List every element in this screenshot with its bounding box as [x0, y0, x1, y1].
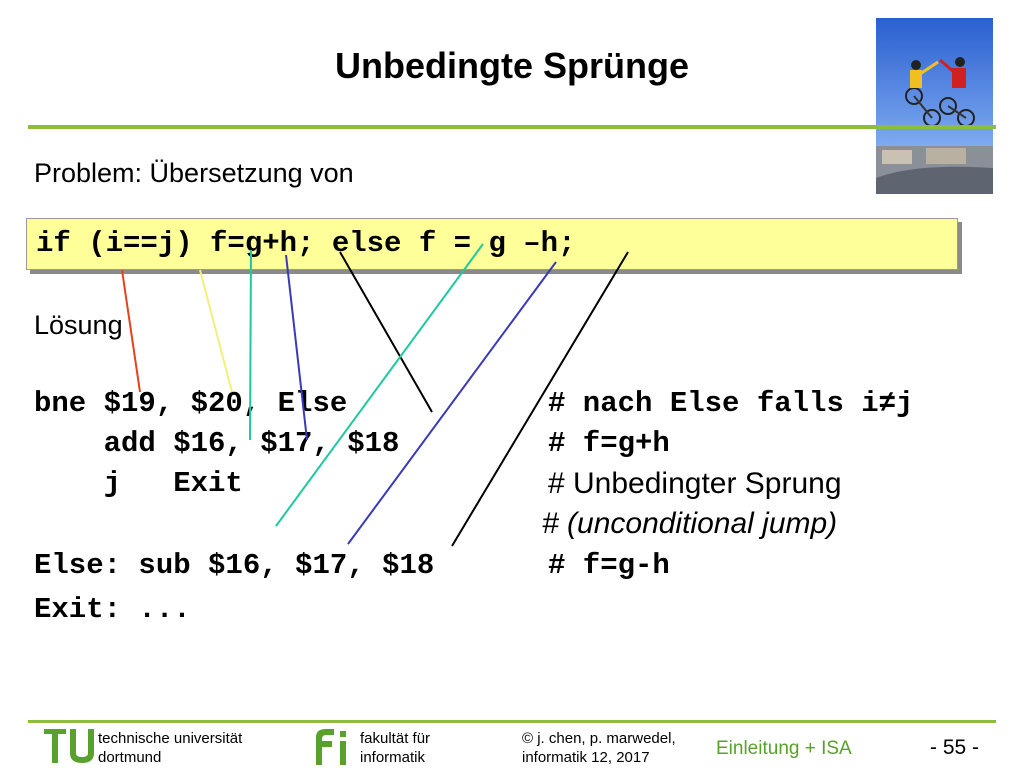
bmx-photo	[876, 18, 993, 194]
line-else-g-to-17	[347, 261, 557, 545]
fi-logo-icon	[316, 729, 346, 765]
asm-comment-bne: # nach Else falls i≠j	[548, 387, 914, 420]
top-divider	[28, 125, 996, 129]
asm-line-bne: bne $19, $20, Else	[34, 387, 348, 420]
asm-line-exit: Exit: ...	[34, 593, 191, 626]
line-h-to-else	[339, 251, 433, 413]
asm-comment-unconditional: # (unconditional jump)	[542, 507, 838, 540]
footer-faculty: fakultät für informatik	[360, 730, 431, 766]
page-number: - 55 -	[930, 736, 980, 759]
line-i-to-19	[121, 269, 141, 393]
slide-title: Unbedingte Sprünge	[335, 45, 689, 86]
problem-label: Problem: Übersetzung von	[34, 158, 354, 188]
if-statement-code: if (i==j) f=g+h; else f = g –h;	[36, 227, 576, 260]
asm-line-else: Else: sub $16, $17, $18	[34, 549, 435, 582]
tu-logo-icon	[44, 729, 94, 763]
asm-comment-add: # f=g+h	[548, 427, 670, 460]
footer-university: technische universität dortmund	[98, 730, 243, 766]
solution-label: Lösung	[34, 310, 123, 340]
line-j-to-20	[199, 269, 233, 393]
asm-comment-j: # Unbedingter Sprung	[548, 467, 842, 500]
footer-section: Einleitung + ISA	[716, 738, 852, 759]
asm-line-j: j Exit	[34, 467, 243, 500]
asm-comment-else: # f=g-h	[548, 549, 670, 582]
bottom-divider	[28, 720, 996, 723]
footer-copyright: © j. chen, p. marwedel, informatik 12, 2…	[522, 730, 676, 766]
asm-line-add: add $16, $17, $18	[34, 427, 400, 460]
